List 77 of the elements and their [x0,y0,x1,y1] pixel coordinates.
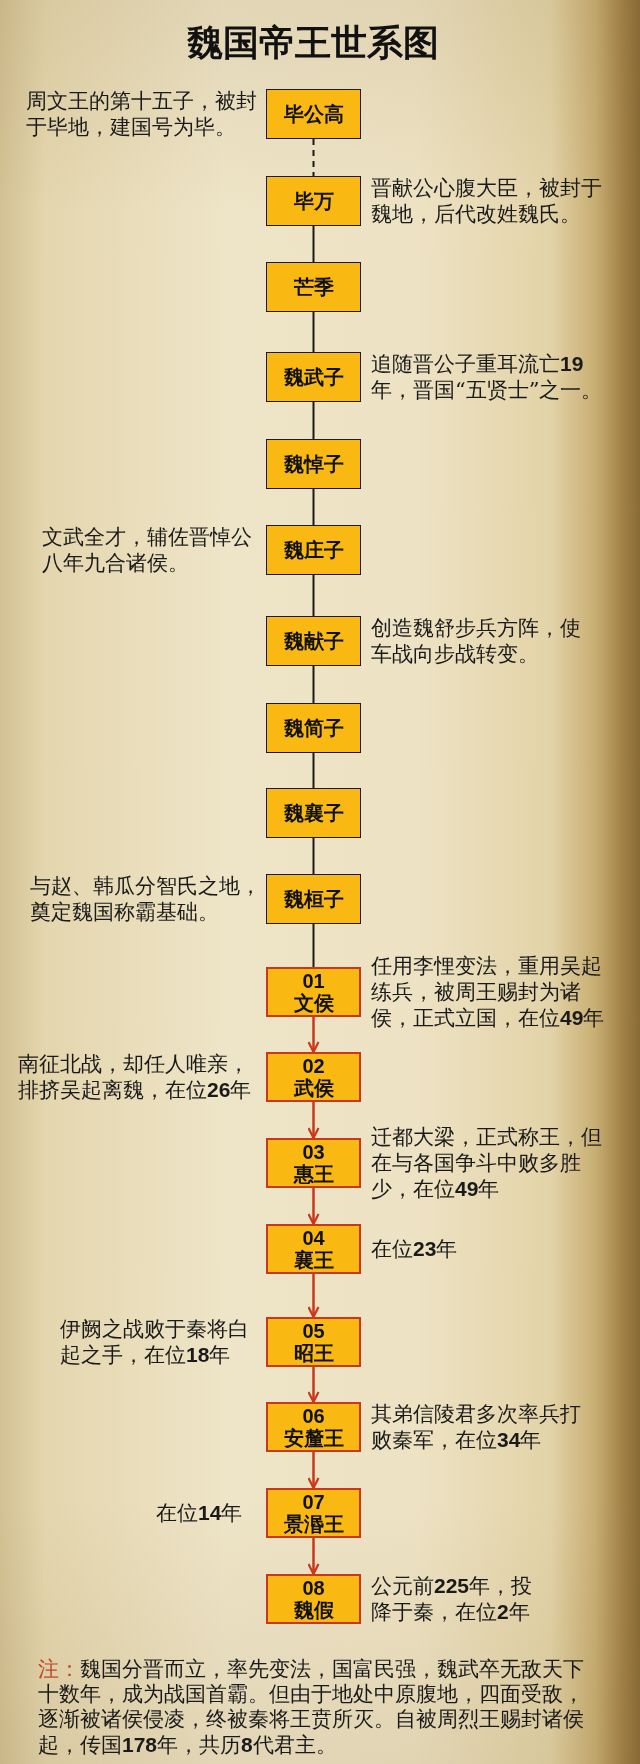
description-text: 在位14年 [156,1500,244,1526]
name-box [266,352,361,402]
connector-line [312,574,315,617]
arrow [307,1017,320,1054]
connector-line [312,923,315,968]
ruler-name: 魏桓子 [283,888,344,910]
ruler-name: 武侯 [293,1077,334,1099]
ruler-box [266,967,361,1017]
reign-number: 07 [302,1491,325,1513]
arrow [307,1274,320,1319]
description-text: 与赵、韩瓜分智氏之地，奠定魏国称霸基础。 [30,873,262,925]
name-box [266,262,361,312]
description-text: 任用李悝变法，重用吴起练兵，被周王赐封为诸侯，正式立国，在位49年 [371,953,606,1031]
description-text: 在位23年 [371,1236,459,1262]
connector-line [312,837,315,875]
name-box [266,176,361,226]
connector-line [312,225,315,263]
ruler-name: 魏简子 [283,717,344,739]
name-box [266,439,361,489]
ruler-name: 毕公高 [283,103,344,125]
description-text: 创造魏舒步兵方阵，使车战向步战转变。 [371,615,582,667]
ruler-name: 魏襄子 [283,802,344,824]
arrow [307,1367,320,1404]
description-text: 迁都大梁，正式称王，但在与各国争斗中败多胜少，在位49年 [371,1124,603,1202]
reign-number: 01 [302,970,325,992]
ruler-box [266,1052,361,1102]
ruler-box [266,1138,361,1188]
ruler-name: 魏武子 [283,366,344,388]
name-box [266,788,361,838]
connector-line [312,401,315,440]
ruler-box [266,1574,361,1624]
dashed-line [312,138,315,177]
ruler-name: 襄王 [293,1249,334,1271]
name-box [266,874,361,924]
arrow [307,1452,320,1490]
description-text: 周文王的第十五子，被封于毕地，建国号为毕。 [26,88,258,140]
connector-line [312,752,315,789]
description-text: 其弟信陵君多次率兵打败秦军，在位34年 [371,1401,582,1453]
connector-line [312,311,315,353]
description-text: 文武全才，辅佐晋悼公八年九合诸侯。 [42,524,253,576]
note-text: 注：魏国分晋而立，率先变法，国富民强，魏武卒无敌天下十数年，成为战国首霸。但由于地处中原腹地，四面受敌，逐渐被诸侯侵凌，终被秦将王贲所灭。自被周烈王赐封诸侯起，传国178年，共历8代君主。 [38,1657,585,1758]
name-box [266,703,361,753]
connector-line [312,488,315,526]
ruler-name: 芒季 [293,276,334,298]
ruler-name: 安釐王 [283,1427,344,1449]
name-box [266,525,361,575]
ruler-name: 魏假 [293,1599,334,1621]
reign-number: 08 [302,1577,325,1599]
reign-number: 02 [302,1055,325,1077]
connector-line [312,665,315,704]
ruler-name: 文侯 [293,992,334,1014]
ruler-name: 景湣王 [283,1513,344,1535]
arrow [307,1102,320,1140]
description-text: 伊阙之战败于秦将白起之手，在位18年 [60,1316,250,1368]
description-text: 晋献公心腹大臣，被封于魏地，后代改姓魏氏。 [371,175,603,227]
ruler-name: 魏庄子 [283,539,344,561]
description-text: 追随晋公子重耳流亡19年，晋国“五贤士”之一。 [371,351,604,403]
reign-number: 03 [302,1141,325,1163]
arrow [307,1538,320,1576]
diagram-title: 魏国帝王世系图 [186,21,440,65]
description-text: 公元前225年，投降于秦，在位2年 [371,1573,534,1625]
name-box [266,616,361,666]
ruler-box [266,1488,361,1538]
ruler-box [266,1224,361,1274]
ruler-name: 毕万 [293,190,334,212]
reign-number: 06 [302,1405,325,1427]
name-box [266,89,361,139]
ruler-name: 惠王 [293,1163,334,1185]
ruler-name: 魏悼子 [283,453,344,475]
reign-number: 04 [302,1227,325,1249]
ruler-name: 魏献子 [283,630,344,652]
arrow [307,1188,320,1226]
description-text: 南征北战，却任人唯亲，排挤吴起离魏，在位26年 [18,1051,253,1103]
ruler-box [266,1402,361,1452]
ruler-box [266,1317,361,1367]
reign-number: 05 [302,1320,325,1342]
ruler-name: 昭王 [293,1342,334,1364]
